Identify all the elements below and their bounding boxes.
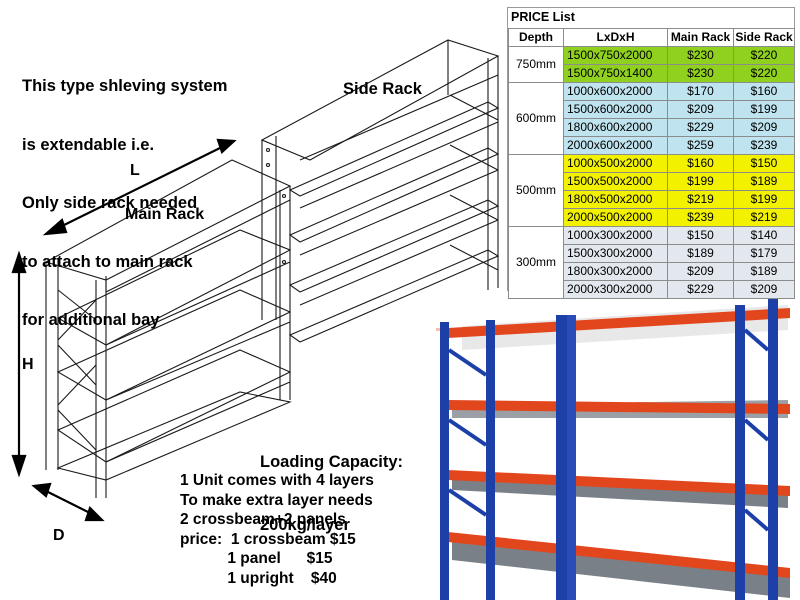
dimension-D-label: D (53, 527, 65, 544)
depth-cell: 600mm (508, 82, 564, 155)
extra-line: 2 crossbeam+2 panels (180, 511, 346, 528)
size-cell: 1500x750x1400 (563, 64, 668, 83)
size-cell: 1500x500x2000 (563, 172, 668, 191)
table-row: 2000x300x2000$229$209 (509, 280, 795, 299)
main-rack-price: $199 (667, 172, 734, 191)
side-rack-price: $209 (733, 118, 795, 137)
dimension-arrow (11, 138, 237, 522)
main-rack-price: $229 (667, 118, 734, 137)
main-rack-price: $229 (667, 280, 734, 299)
intro-line: This type shleving system (22, 77, 228, 95)
intro-line: is extendable i.e. (22, 135, 155, 154)
side-rack-price: $189 (733, 262, 795, 281)
extra-line: price: 1 crossbeam $15 (180, 530, 356, 548)
header-size: LxDxH (563, 28, 668, 47)
header-depth: Depth (508, 28, 564, 47)
loading-capacity: Loading Capacity: 200kg/layer (260, 410, 403, 557)
main-rack-price: $230 (667, 64, 734, 83)
side-rack-price: $220 (733, 46, 795, 65)
extra-line: 1 Unit comes with 4 layers (180, 472, 374, 489)
size-cell: 2000x500x2000 (563, 208, 668, 227)
side-rack-price: $220 (733, 64, 795, 83)
side-rack-price: $160 (733, 82, 795, 101)
size-cell: 1800x500x2000 (563, 190, 668, 209)
dimension-L-label: L (130, 162, 140, 179)
table-row: 1500x600x2000$209$199 (509, 100, 795, 119)
depth-cell: 750mm (508, 46, 564, 83)
size-cell: 1500x750x2000 (563, 46, 668, 65)
main-rack-price: $219 (667, 190, 734, 209)
main-rack-price: $239 (667, 208, 734, 227)
main-rack-price: $160 (667, 154, 734, 173)
table-row: 2000x600x2000$259$239 (509, 136, 795, 155)
side-rack-price: $140 (733, 226, 795, 245)
table-row: 1800x600x2000$229$209 (509, 118, 795, 137)
extra-layer-info: 1 Unit comes with 4 layers To make extra… (180, 471, 374, 588)
main-rack-price: $230 (667, 46, 734, 65)
depth-cell: 500mm (508, 154, 564, 227)
table-row: 1500x300x2000$189$179 (509, 244, 795, 263)
header-side-rack: Side Rack (733, 28, 795, 47)
price-list: PRICE List Depth LxDxH Main Rack Side Ra… (507, 7, 795, 299)
main-rack-label: Main Rack (125, 206, 205, 223)
intro-line: to attach to main rack (22, 252, 193, 271)
price-list-title: PRICE List (511, 10, 575, 24)
side-rack-price: $150 (733, 154, 795, 173)
main-rack-price: $170 (667, 82, 734, 101)
size-cell: 1500x600x2000 (563, 100, 668, 119)
side-rack-price: $199 (733, 100, 795, 119)
main-rack-price: $259 (667, 136, 734, 155)
table-row: 1800x300x2000$209$189 (509, 262, 795, 281)
main-rack-price: $189 (667, 244, 734, 263)
depth-cell: 300mm (508, 226, 564, 299)
size-cell: 1500x300x2000 (563, 244, 668, 263)
size-cell: 1000x500x2000 (563, 154, 668, 173)
side-rack-price: $179 (733, 244, 795, 263)
extra-line: To make extra layer needs (180, 491, 373, 509)
intro-line: for additional bay (22, 311, 160, 329)
size-cell: 2000x600x2000 (563, 136, 668, 155)
size-cell: 1000x300x2000 (563, 226, 668, 245)
table-row: 1500x500x2000$199$189 (509, 172, 795, 191)
main-rack-price: $209 (667, 262, 734, 281)
side-rack-label: Side Rack (343, 80, 422, 98)
main-rack-price: $150 (667, 226, 734, 245)
intro-line: Only side rack needed (22, 194, 198, 212)
capacity-line: 200kg/layer (260, 516, 350, 534)
size-cell: 1800x300x2000 (563, 262, 668, 281)
side-rack-price: $219 (733, 208, 795, 227)
main-rack-price: $209 (667, 100, 734, 119)
dimension-H-label: H (22, 356, 34, 373)
table-row: 1500x750x1400$230$220 (509, 64, 795, 83)
side-rack-price: $199 (733, 190, 795, 209)
header-main-rack: Main Rack (667, 28, 734, 47)
side-rack-price: $209 (733, 280, 795, 299)
rack-photo (436, 296, 790, 600)
size-cell: 1000x600x2000 (563, 82, 668, 101)
size-cell: 2000x300x2000 (563, 280, 668, 299)
side-rack-price: $189 (733, 172, 795, 191)
table-row: 2000x500x2000$239$219 (509, 208, 795, 227)
side-rack-price: $239 (733, 136, 795, 155)
price-table-header: Depth LxDxH Main Rack Side Rack (508, 28, 795, 47)
intro-text: This type shleving system is extendable … (22, 38, 227, 350)
capacity-line: Loading Capacity: (260, 453, 404, 471)
extra-line: 1 panel $15 (180, 550, 333, 567)
size-cell: 1800x600x2000 (563, 118, 668, 137)
extra-line: 1 upright $40 (180, 569, 337, 587)
